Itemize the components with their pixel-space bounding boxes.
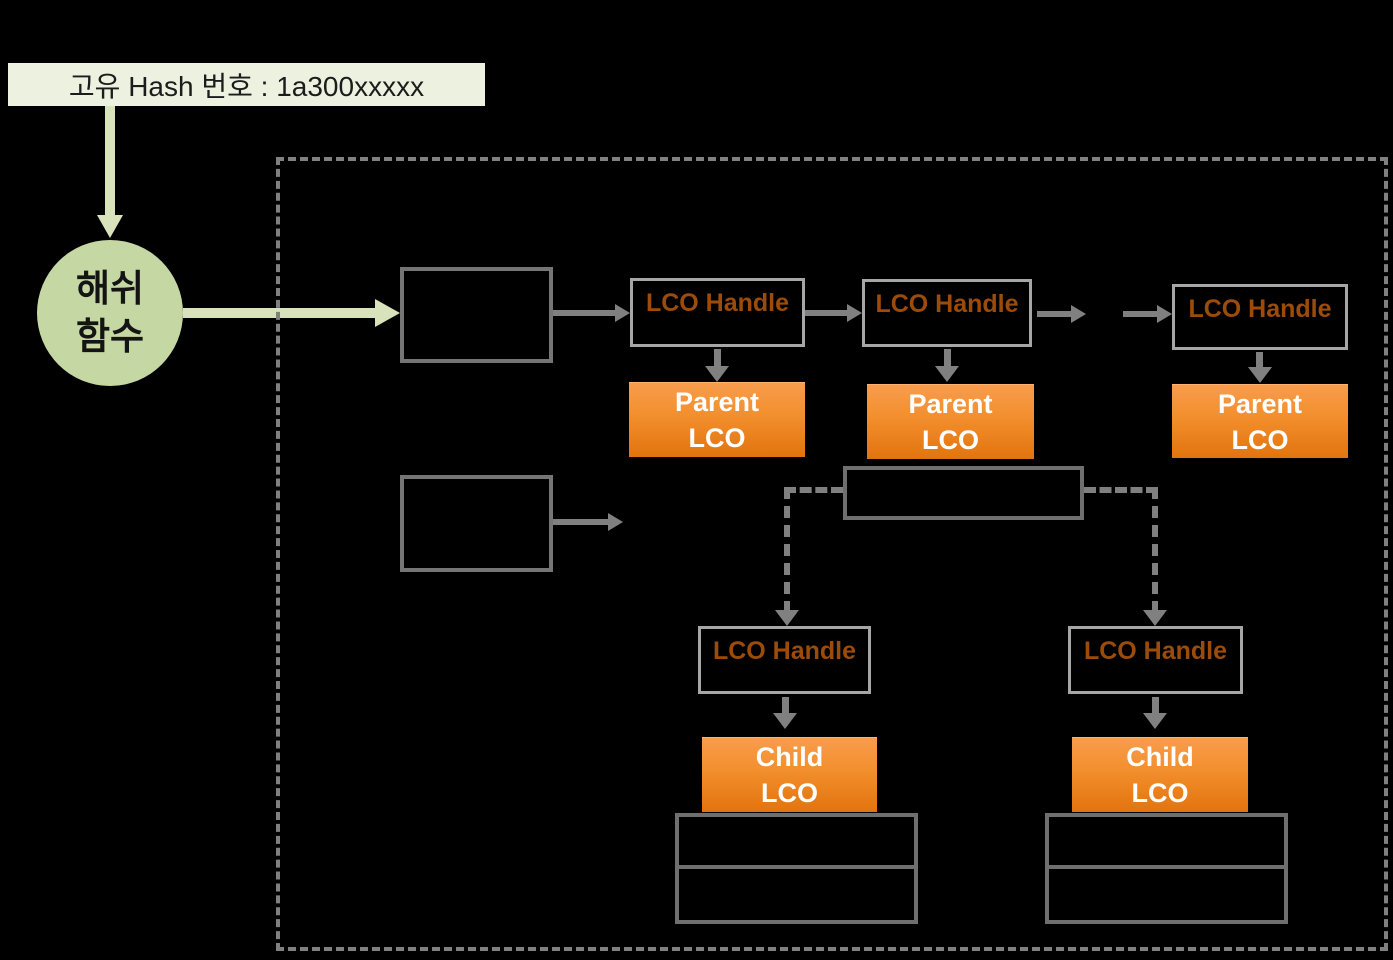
child-lco-line2: LCO bbox=[1131, 778, 1189, 808]
parent-lco-line2: LCO bbox=[922, 425, 979, 455]
child-slot-box-left-1 bbox=[675, 813, 918, 869]
arrow-head-down-icon bbox=[935, 366, 959, 382]
arrow-shaft bbox=[105, 106, 115, 216]
arrow-head-down-icon bbox=[1143, 713, 1167, 729]
arrow-shaft bbox=[1256, 352, 1263, 367]
lco-table-region bbox=[276, 157, 1388, 951]
arrow-head-right-icon bbox=[375, 299, 400, 327]
child-lco-box-right: Child LCO bbox=[1072, 737, 1248, 812]
arrow-head-down-icon bbox=[705, 366, 729, 382]
parent-lco-box-2: Parent LCO bbox=[867, 384, 1034, 459]
child-lco-line1: Child bbox=[1126, 742, 1194, 772]
arrow-head-down-icon bbox=[1143, 610, 1167, 626]
arrow-shaft bbox=[782, 697, 789, 713]
lco-handle-label: LCO Handle bbox=[1083, 637, 1228, 665]
child-slot-box-right-1 bbox=[1045, 813, 1288, 869]
hash-function-line1: 해쉬 bbox=[75, 268, 145, 309]
parent-lco-line1: Parent bbox=[674, 387, 760, 417]
lco-handle-label: LCO Handle bbox=[875, 290, 1019, 318]
parent-lco-slot-box bbox=[843, 466, 1084, 520]
arrow-shaft bbox=[1152, 697, 1159, 713]
hash-function-circle: 해쉬 함수 bbox=[37, 240, 183, 386]
child-slot-box-left-2 bbox=[675, 865, 918, 924]
arrow-head-right-icon bbox=[615, 304, 630, 322]
arrow-head-right-icon bbox=[1071, 305, 1086, 323]
hash-bucket-box-2 bbox=[400, 475, 553, 572]
arrow-shaft bbox=[1037, 311, 1071, 317]
lco-handle-box-child-right: LCO Handle bbox=[1068, 626, 1243, 694]
arrow-shaft bbox=[714, 349, 721, 366]
arrow-head-down-icon bbox=[97, 215, 123, 238]
arrow-head-right-icon bbox=[608, 513, 623, 531]
hash-bucket-box-1 bbox=[400, 267, 553, 363]
parent-lco-line1: Parent bbox=[1217, 388, 1303, 419]
lco-handle-box-1: LCO Handle bbox=[630, 278, 805, 347]
child-lco-box-left: Child LCO bbox=[702, 737, 877, 812]
hash-number-label: 고유 Hash 번호 : 1a300xxxxx bbox=[8, 63, 485, 106]
arrow-shaft bbox=[944, 349, 951, 366]
arrow-shaft bbox=[1123, 311, 1157, 317]
hash-number-text: 고유 Hash 번호 : 1a300xxxxx bbox=[68, 70, 425, 102]
dashed-elbow bbox=[784, 487, 843, 613]
arrow-head-down-icon bbox=[1248, 367, 1272, 383]
parent-lco-box-1: Parent LCO bbox=[629, 382, 805, 457]
arrow-shaft bbox=[553, 310, 616, 316]
lco-handle-label: LCO Handle bbox=[1188, 295, 1332, 323]
child-slot-box-right-2 bbox=[1045, 865, 1288, 924]
parent-lco-box-3: Parent LCO bbox=[1172, 384, 1348, 458]
parent-lco-line1: Parent bbox=[908, 389, 993, 419]
child-lco-line1: Child bbox=[755, 742, 824, 772]
arrow-head-down-icon bbox=[775, 610, 799, 626]
lco-handle-box-2: LCO Handle bbox=[862, 279, 1032, 347]
hash-function-line2: 함수 bbox=[75, 316, 145, 357]
arrow-shaft bbox=[805, 310, 847, 316]
arrow-head-right-icon bbox=[847, 304, 862, 322]
arrow-head-down-icon bbox=[773, 713, 797, 729]
arrow-head-right-icon bbox=[1157, 305, 1172, 323]
parent-lco-line2: LCO bbox=[688, 423, 746, 453]
dashed-elbow bbox=[1084, 487, 1158, 613]
arrow-shaft bbox=[553, 519, 608, 525]
child-lco-line2: LCO bbox=[761, 778, 818, 808]
lco-handle-box-child-left: LCO Handle bbox=[698, 626, 871, 694]
parent-lco-line2: LCO bbox=[1231, 424, 1289, 455]
lco-handle-label: LCO Handle bbox=[712, 637, 857, 665]
lco-handle-box-3: LCO Handle bbox=[1172, 284, 1348, 350]
lco-handle-label: LCO Handle bbox=[645, 289, 790, 317]
